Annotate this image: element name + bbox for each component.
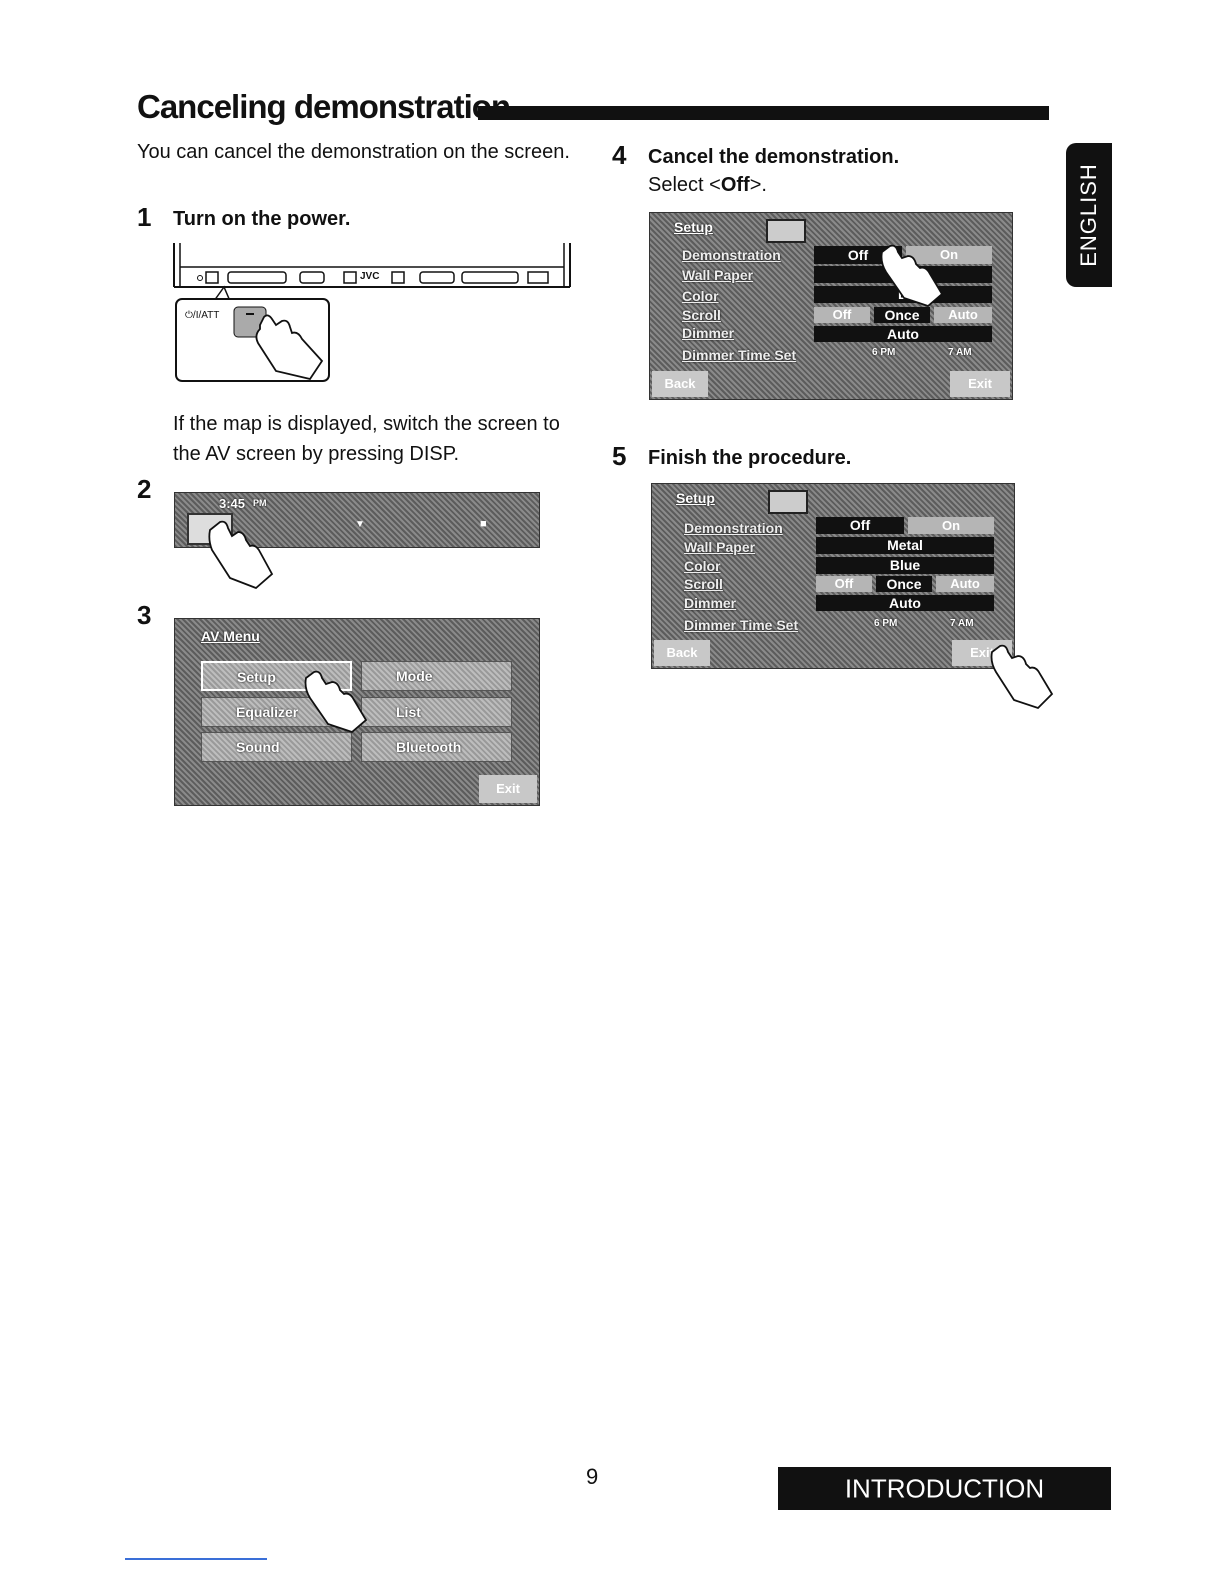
row-color[interactable]: Color: [684, 558, 721, 574]
dimmer-value[interactable]: Auto: [814, 326, 992, 342]
setup-title: Setup: [676, 490, 715, 506]
sound-button[interactable]: Sound: [201, 732, 352, 762]
row-scroll[interactable]: Scroll: [682, 307, 721, 323]
title-rule: [478, 106, 1049, 120]
av-menu-screen: AV Menu Setup Mode Equalizer List Sound …: [174, 618, 540, 806]
row-dimmer-time-set[interactable]: Dimmer Time Set: [684, 617, 799, 633]
language-tab-label: ENGLISH: [1076, 163, 1101, 267]
list-button[interactable]: List: [361, 697, 512, 727]
scroll-off-option[interactable]: Off: [814, 307, 870, 323]
hand-pointer-icon: [208, 520, 274, 590]
device-front-panel-illustration: [173, 243, 571, 382]
row-dimmer[interactable]: Dimmer: [682, 325, 735, 341]
setup-screen-step5: Setup Demonstration Wall Paper Color Scr…: [651, 483, 1015, 669]
row-dimmer[interactable]: Dimmer: [684, 595, 737, 611]
general-tab-icon[interactable]: [768, 490, 808, 514]
hand-pointer-icon: [304, 670, 368, 734]
step-1-title: Turn on the power.: [173, 208, 351, 230]
scroll-once-option[interactable]: Once: [876, 576, 932, 592]
mode-button[interactable]: Mode: [361, 661, 512, 691]
row-demonstration[interactable]: Demonstration: [682, 247, 781, 263]
step-1-number: 1: [137, 202, 152, 232]
step-3-number: 3: [137, 600, 152, 630]
intro-text: You can cancel the demonstration on the …: [137, 141, 570, 163]
row-demonstration[interactable]: Demonstration: [684, 520, 783, 536]
step-4-number: 4: [612, 140, 627, 170]
clock-ampm: PM: [253, 498, 267, 508]
step-1-note: If the map is displayed, switch the scre…: [173, 413, 560, 465]
page-number: 9: [586, 1464, 599, 1489]
dimmer-on-time: 6 PM: [874, 618, 898, 629]
language-tab: ENGLISH: [1066, 143, 1112, 287]
scroll-off-option[interactable]: Off: [816, 576, 872, 592]
exit-button[interactable]: Exit: [479, 775, 537, 803]
row-wall-paper[interactable]: Wall Paper: [682, 267, 754, 283]
scroll-auto-option[interactable]: Auto: [936, 576, 994, 592]
down-arrow-icon: ▼: [355, 519, 365, 530]
row-dimmer-time-set[interactable]: Dimmer Time Set: [682, 347, 797, 363]
footer-rule: [125, 1558, 267, 1560]
demo-off-option[interactable]: Off: [816, 517, 904, 534]
setup-screen-step4: Setup Demonstration Wall Paper Color Scr…: [649, 212, 1013, 400]
step-5-title: Finish the procedure.: [648, 447, 852, 469]
power-button-label: ⏻/I/ATT: [185, 310, 220, 321]
step-2-number: 2: [137, 474, 152, 504]
row-color[interactable]: Color: [682, 288, 719, 304]
wall-paper-value[interactable]: Metal: [816, 537, 994, 554]
step-5-number: 5: [612, 441, 627, 471]
demo-on-option[interactable]: On: [908, 517, 994, 534]
brand-logo: JVC: [360, 271, 380, 282]
row-wall-paper[interactable]: Wall Paper: [684, 539, 756, 555]
dimmer-value[interactable]: Auto: [816, 595, 994, 611]
setup-title: Setup: [674, 219, 713, 235]
back-button[interactable]: Back: [654, 640, 710, 666]
scroll-auto-option[interactable]: Auto: [934, 307, 992, 323]
row-scroll[interactable]: Scroll: [684, 576, 723, 592]
dimmer-on-time: 6 PM: [872, 347, 896, 358]
dimmer-off-time: 7 AM: [950, 618, 974, 629]
dimmer-off-time: 7 AM: [948, 347, 972, 358]
scroll-once-option[interactable]: Once: [874, 307, 930, 323]
section-banner: INTRODUCTION: [778, 1467, 1111, 1510]
clock: 3:45: [219, 496, 246, 511]
stop-icon: ■: [480, 518, 487, 530]
color-value[interactable]: Blue: [816, 557, 994, 574]
general-tab-icon[interactable]: [766, 219, 806, 243]
bluetooth-button[interactable]: Bluetooth: [361, 732, 512, 762]
step-4-title: Cancel the demonstration.: [648, 146, 900, 168]
exit-button[interactable]: Exit: [950, 371, 1010, 397]
hand-pointer-icon: [880, 244, 944, 308]
step-4-instruction: Select <Off>.: [648, 174, 767, 196]
back-button[interactable]: Back: [652, 371, 708, 397]
demo-off-option[interactable]: Off: [814, 246, 902, 264]
page-title: Canceling demonstration: [137, 88, 511, 125]
hand-pointer-icon: [990, 644, 1054, 710]
demo-on-option[interactable]: On: [906, 246, 992, 264]
av-menu-title: AV Menu: [201, 628, 260, 644]
section-label: INTRODUCTION: [844, 1473, 1045, 1503]
